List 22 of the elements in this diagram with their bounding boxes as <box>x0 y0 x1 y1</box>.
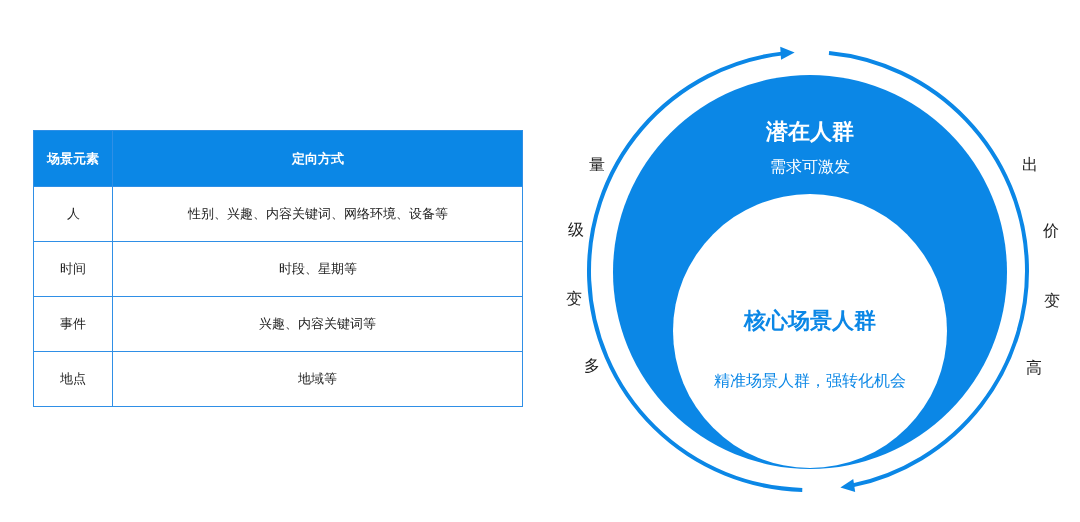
table-cell: 地点 <box>33 351 113 407</box>
arc-label: 价 <box>1042 221 1059 240</box>
header-cell: 定向方式 <box>112 130 523 187</box>
table-cell: 时间 <box>33 241 113 297</box>
table-cell: 事件 <box>33 296 113 352</box>
arc-label: 变 <box>565 289 582 308</box>
table-cell: 性别、兴趣、内容关键词、网络环境、设备等 <box>112 186 523 242</box>
table-cell: 人 <box>33 186 113 242</box>
arc-label: 级 <box>567 221 584 239</box>
arc-label: 高 <box>1026 358 1043 377</box>
arc-label: 量 <box>589 155 606 174</box>
table-cell: 时段、星期等 <box>112 241 523 297</box>
arc-label: 出 <box>1021 155 1038 174</box>
table-cell: 地域等 <box>112 351 523 407</box>
circle-caption: 需求可激发 <box>770 157 850 176</box>
table-cell: 兴趣、内容关键词等 <box>112 296 523 352</box>
circle-heading: 核心场景人群 <box>744 308 876 334</box>
header-cell: 场景元素 <box>33 130 113 187</box>
arc-label: 多 <box>583 356 600 375</box>
circle-heading: 潜在人群 <box>766 119 854 145</box>
arc-label: 变 <box>1044 291 1061 310</box>
circle-caption: 精准场景人群，强转化机会 <box>714 372 906 391</box>
